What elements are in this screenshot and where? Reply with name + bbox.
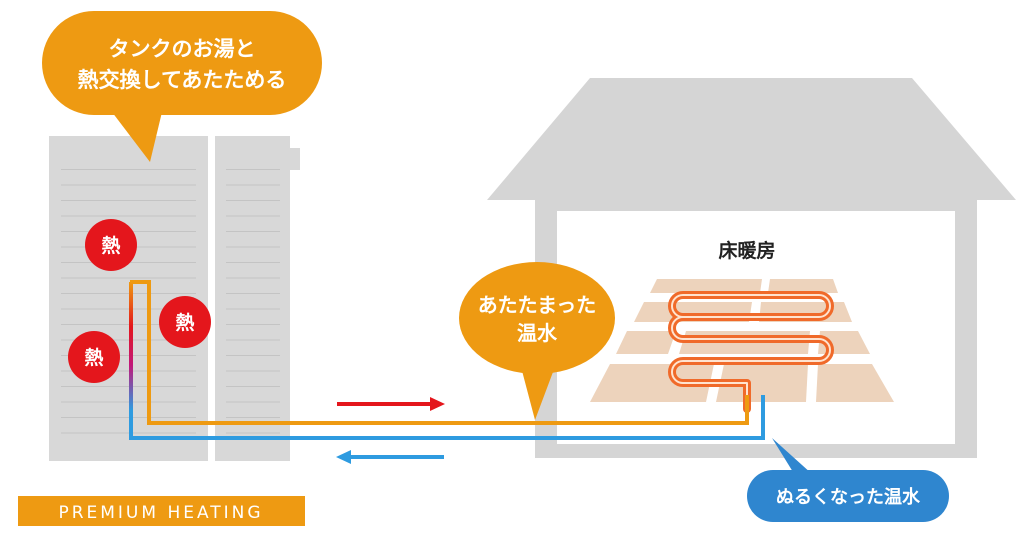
- warm-bubble-line1: あたたまった: [478, 293, 597, 317]
- riser-pipe: [129, 282, 133, 410]
- heat-mark: 熱: [68, 331, 120, 383]
- brand-text: PREMIUM HEATING: [58, 503, 263, 523]
- tank-speech-bubble: タンクのお湯と 熱交換してあたためる: [42, 11, 322, 162]
- svg-text:熱: 熱: [101, 234, 120, 257]
- flow-arrow-left: [336, 450, 444, 464]
- tank-bubble-line1: タンクのお湯と: [109, 37, 256, 61]
- brand-badge: PREMIUM HEATING: [18, 496, 305, 526]
- floor-heating-label: 床暖房: [718, 239, 775, 262]
- cool-water-speech-bubble: ぬるくなった温水: [747, 438, 949, 522]
- heat-mark: 熱: [159, 296, 211, 348]
- flow-arrow-right: [337, 397, 445, 411]
- floor-tiles: [590, 279, 894, 402]
- tank-bubble-line2: 熱交換してあたためる: [78, 68, 287, 92]
- heat-mark: 熱: [85, 219, 137, 271]
- warm-water-pipe: [130, 280, 749, 425]
- cool-bubble-text: ぬるくなった温水: [776, 486, 921, 508]
- house: [487, 78, 1016, 458]
- warm-water-speech-bubble: あたたまった 温水: [459, 262, 615, 420]
- svg-text:熱: 熱: [175, 311, 194, 334]
- svg-text:熱: 熱: [84, 346, 103, 369]
- warm-bubble-line2: 温水: [517, 321, 558, 345]
- cool-water-pipe: [129, 395, 765, 440]
